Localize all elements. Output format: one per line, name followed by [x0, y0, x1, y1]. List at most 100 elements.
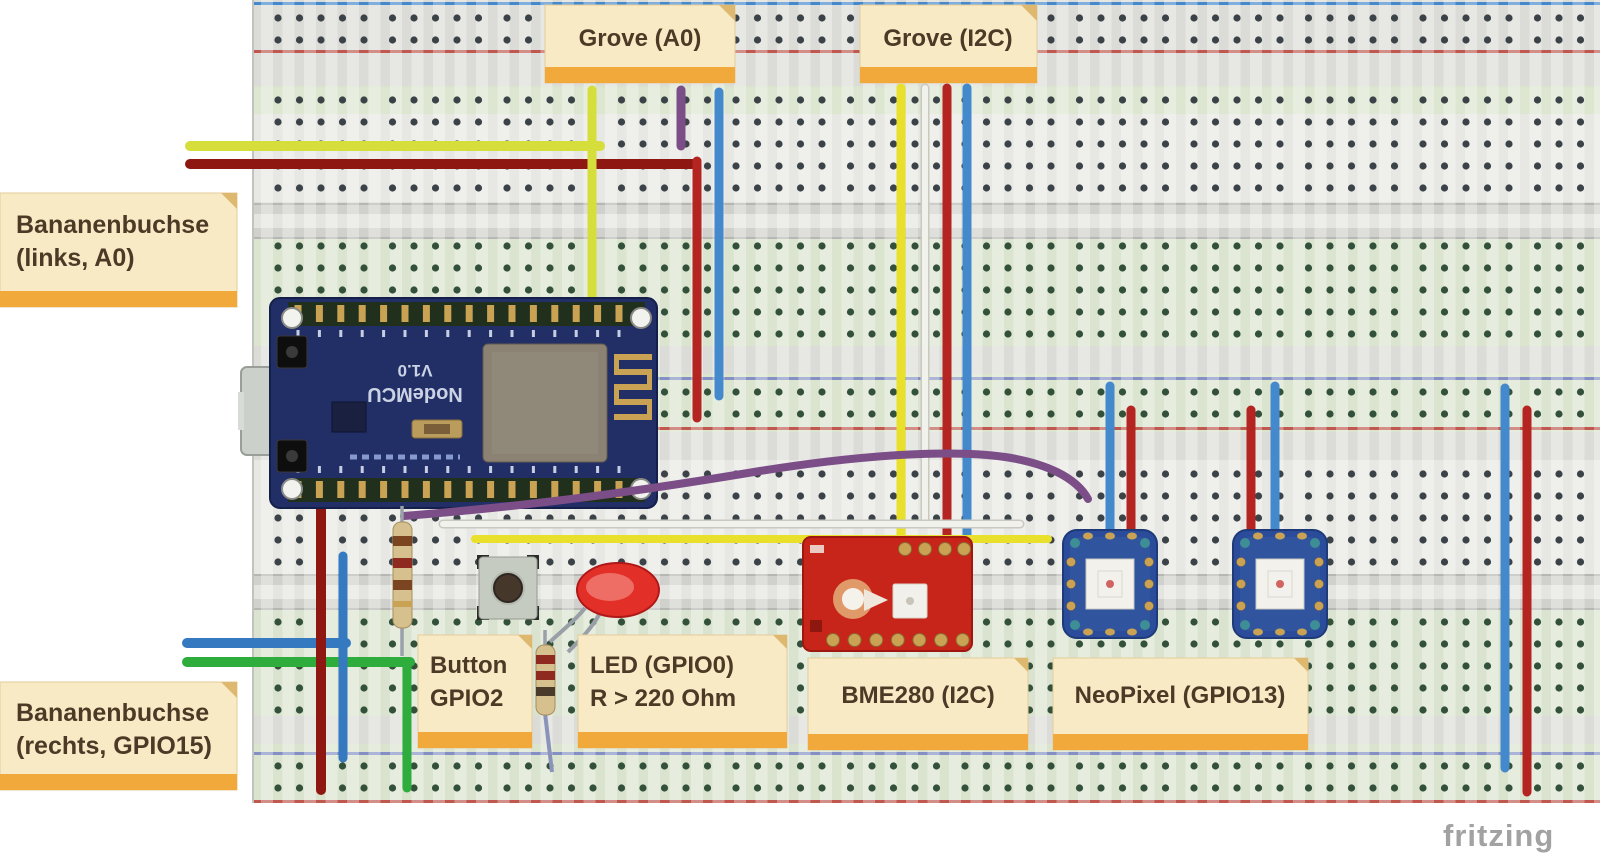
side-pad — [1144, 601, 1154, 611]
callout-bar — [808, 734, 1028, 750]
edge-pad — [1105, 628, 1115, 636]
neopixel-board-2[interactable] — [1232, 529, 1328, 639]
callout-box — [577, 634, 788, 749]
callout-bar — [0, 774, 237, 790]
callout-box — [417, 634, 533, 749]
silkscreen-mark — [810, 545, 824, 553]
resistor-1[interactable] — [392, 506, 413, 656]
edge-pad — [1127, 532, 1137, 540]
resistor-band — [536, 671, 555, 680]
led-die-outline — [1097, 570, 1123, 598]
button-cap — [286, 346, 298, 358]
bme280-board[interactable] — [802, 536, 973, 652]
fold-corner-icon — [1294, 658, 1308, 672]
callout-bar — [418, 732, 532, 748]
resistor-band — [393, 558, 412, 568]
callout-banana-right[interactable]: Bananenbuchse (rechts, GPIO15) — [0, 681, 238, 791]
led-leg — [566, 612, 602, 654]
shield-top — [492, 352, 598, 454]
callout-label: NeoPixel (GPIO13) — [1075, 682, 1286, 709]
corner-pad — [1140, 620, 1150, 630]
nodemcu-board[interactable]: NodeMCU V1.0 — [238, 297, 658, 509]
side-pad — [1144, 557, 1154, 567]
header-hole — [898, 542, 912, 556]
callout-grove-i2c[interactable]: Grove (I2C) — [859, 4, 1038, 84]
fold-corner-icon — [221, 682, 237, 698]
callout-label: Bananenbuchse — [16, 211, 209, 239]
callout-bar — [0, 291, 237, 307]
callout-led[interactable]: LED (GPIO0) R > 220 Ohm — [577, 634, 788, 749]
red-led[interactable] — [548, 562, 660, 654]
fold-corner-icon — [1014, 658, 1028, 672]
header-hole — [918, 542, 932, 556]
fold-corner-icon — [518, 635, 532, 649]
mounting-hole — [281, 307, 303, 329]
resistor-band — [393, 536, 412, 546]
resistor-2[interactable] — [535, 630, 556, 773]
callout-label: GPIO2 — [430, 685, 503, 712]
callout-bar — [1053, 734, 1308, 750]
silkscreen-mark — [810, 620, 822, 632]
callout-label: LED (GPIO0) — [590, 652, 734, 679]
callout-label: Button — [430, 652, 507, 679]
nodemcu-version: V1.0 — [398, 361, 433, 380]
callout-box — [0, 681, 238, 791]
side-pad — [1066, 601, 1076, 611]
corner-pad — [1070, 620, 1080, 630]
small-ic-chip — [331, 401, 367, 433]
callout-bar — [860, 67, 1037, 83]
resistor-band — [393, 601, 412, 607]
mounting-hole — [842, 588, 864, 610]
fold-corner-icon — [221, 193, 237, 209]
callout-banana-left[interactable]: Bananenbuchse (links, A0) — [0, 192, 238, 308]
callout-grove-a0[interactable]: Grove (A0) — [544, 4, 736, 84]
callout-button[interactable]: Button GPIO2 — [417, 634, 533, 749]
push-button[interactable] — [477, 555, 539, 620]
wire-neopixel-data-purple[interactable] — [400, 449, 1092, 520]
mounting-hole — [281, 478, 303, 500]
neopixel-board-1[interactable] — [1062, 529, 1158, 639]
callout-box — [0, 192, 238, 308]
callout-bar — [545, 67, 735, 83]
side-pad — [1066, 557, 1076, 567]
resistor-band — [393, 580, 412, 590]
corner-pad — [1140, 538, 1150, 548]
callout-bme280[interactable]: BME280 (I2C) — [807, 657, 1029, 751]
side-pad — [1144, 579, 1154, 589]
callout-bar — [578, 732, 787, 748]
silkscreen-arrow — [864, 589, 888, 611]
button-cap — [286, 450, 298, 462]
header-hole — [938, 542, 952, 556]
resistor-band — [536, 655, 555, 664]
bme280-bottom-header — [826, 633, 970, 647]
button-cap — [493, 573, 523, 603]
resistor-band — [536, 687, 555, 696]
mounting-hole — [630, 307, 652, 329]
led-highlight — [586, 573, 634, 601]
sensor-port — [906, 597, 914, 605]
component-body — [424, 424, 450, 434]
edge-pad — [1083, 628, 1093, 636]
edge-pad — [1083, 532, 1093, 540]
callout-label: (rechts, GPIO15) — [16, 732, 212, 760]
callout-label: Bananenbuchse — [16, 699, 209, 727]
led-leg — [548, 606, 587, 644]
callout-label: BME280 (I2C) — [841, 682, 994, 709]
usb-tab — [238, 392, 244, 430]
callout-label: Grove (A0) — [579, 25, 702, 52]
edge-pad — [1127, 628, 1137, 636]
edge-pad — [1105, 532, 1115, 540]
resistor-lead — [543, 712, 554, 773]
fold-corner-icon — [1021, 5, 1037, 21]
wire-layer — [182, 83, 1532, 797]
header-hole — [957, 542, 971, 556]
side-pad — [1066, 579, 1076, 589]
led-die — [1106, 580, 1114, 588]
fold-corner-icon — [773, 635, 787, 649]
fold-corner-icon — [719, 5, 735, 21]
callout-neopixel[interactable]: NeoPixel (GPIO13) — [1052, 657, 1309, 751]
corner-pad — [1070, 538, 1080, 548]
fritzing-watermark: fritzing — [1443, 818, 1554, 853]
